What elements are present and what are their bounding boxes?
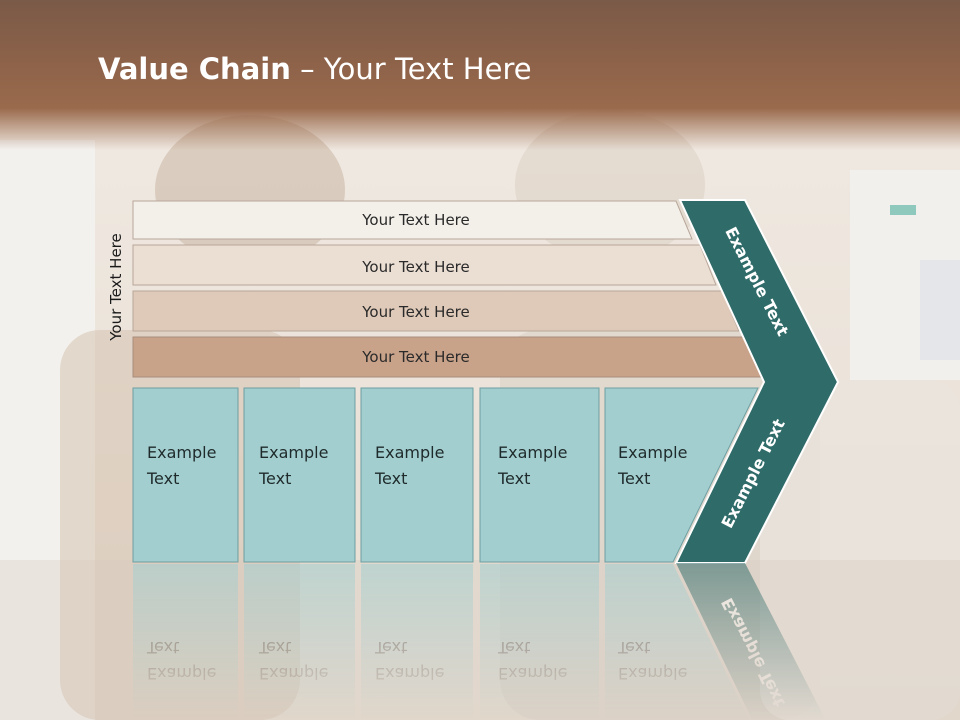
box-4-line2: Text: [497, 469, 530, 488]
box-4-line1: Example: [498, 443, 567, 462]
bar-1-label: Your Text Here: [361, 211, 469, 229]
svg-text:Text: Text: [374, 638, 407, 657]
svg-text:Text: Text: [497, 638, 530, 657]
title-rest: – Your Text Here: [290, 52, 532, 86]
svg-text:Example: Example: [498, 664, 567, 683]
box-1: [132, 387, 239, 563]
box-1-line1: Example: [147, 443, 216, 462]
bar-3: [132, 290, 740, 332]
box-2-line2: Text: [258, 469, 291, 488]
slide-title: Value Chain – Your Text Here: [98, 52, 532, 86]
bar-2: [132, 244, 717, 286]
box-4: [479, 387, 600, 563]
box-5-line2: Text: [617, 469, 650, 488]
svg-text:Text: Text: [146, 638, 179, 657]
svg-text:Example: Example: [375, 664, 444, 683]
bar-2-label: Your Text Here: [361, 258, 469, 276]
bar-1: [132, 200, 693, 240]
box-2-line1: Example: [259, 443, 328, 462]
box-1-line2: Text: [146, 469, 179, 488]
box-5: [604, 387, 759, 563]
box-5-line1: Example: [618, 443, 687, 462]
box-3: [360, 387, 474, 563]
svg-text:Example: Example: [259, 664, 328, 683]
bar-4-label: Your Text Here: [361, 348, 469, 366]
box-2: [243, 387, 356, 563]
bar-3-label: Your Text Here: [361, 303, 469, 321]
svg-text:Text: Text: [258, 638, 291, 657]
diagram-reflection: Example Text Example Text Example Text E…: [133, 563, 826, 720]
svg-text:Example: Example: [147, 664, 216, 683]
header-band: [0, 0, 960, 150]
title-bold: Value Chain: [98, 52, 291, 86]
box-3-line2: Text: [374, 469, 407, 488]
svg-text:Text: Text: [617, 638, 650, 657]
box-3-line1: Example: [375, 443, 444, 462]
svg-text:Example: Example: [618, 664, 687, 683]
